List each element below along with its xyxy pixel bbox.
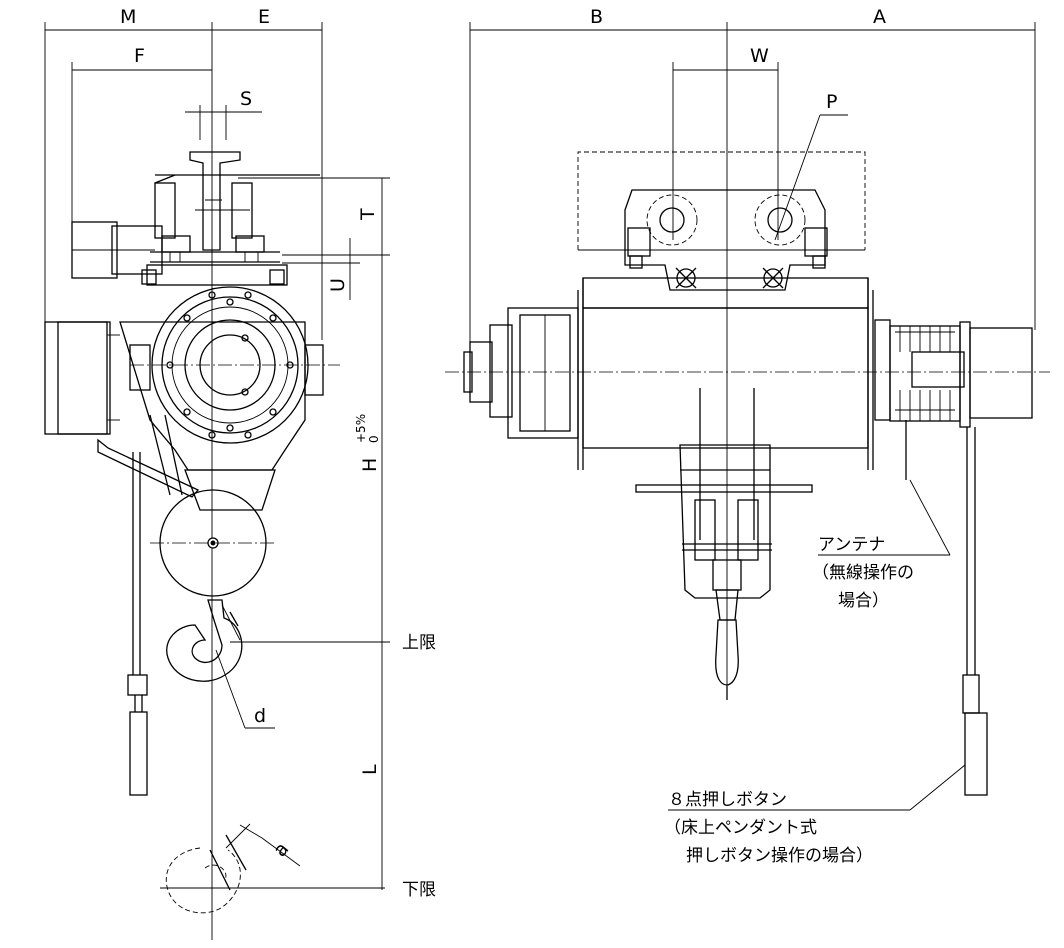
dim-W: W [750,45,769,67]
dim-T: T [357,208,379,221]
lower-limit-label: 下限 [402,880,436,900]
antenna-note-title: アンテナ [818,535,885,555]
dim-H-tol-lower: 0 [367,435,381,443]
dim-H-tol-upper: +5% [354,414,368,443]
dim-A: A [873,6,886,28]
upper-limit-label: 上限 [402,633,436,653]
pendant-note-line2: 押しボタン操作の場合） [686,846,873,866]
dim-L: L [359,764,381,775]
dim-P: P [826,91,837,113]
side-view [44,22,390,940]
front-view [445,22,1050,811]
antenna-note-line2: 場合） [838,591,889,611]
dim-U: U [327,278,349,292]
dim-H: H [359,458,381,472]
dim-B: B [590,6,603,28]
dim-E: E [258,6,270,28]
dim-M: M [120,6,136,28]
dim-F: F [134,45,145,67]
dim-a: a [269,838,293,861]
brake-fins [899,326,951,421]
dim-S: S [240,88,252,110]
bolt-ring [166,291,294,439]
antenna-note-line1: （無線操作の [812,563,914,583]
pendant-note-title: ８点押しボタン [668,790,787,810]
dim-d: d [254,705,266,727]
pendant-note-line1: （床上ペンダント式 [664,818,817,838]
